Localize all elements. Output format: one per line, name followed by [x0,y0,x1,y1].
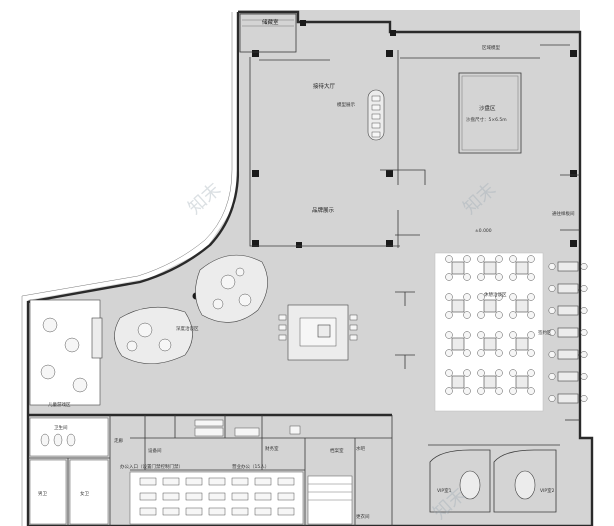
central-counter [278,304,358,361]
sand-table-zone: 区域模型 沙盘区 沙盘尺寸：5×6.5m ±0.000 通往样板间 [458,44,575,234]
label-hall: 接待大厅 [313,82,336,90]
desk [185,492,203,501]
stairs: 更衣间 [307,475,370,525]
table-set [477,293,503,319]
watermark-1: 知末 [184,179,225,219]
desk [162,492,180,501]
table-set [477,331,503,357]
label-sales-office: 营业办公（15人） [232,463,269,470]
storage-top: 储藏室 [239,13,297,53]
table-set [509,255,535,281]
label-storage-top: 储藏室 [262,18,279,26]
desk [231,492,249,501]
label-kids: 儿童游戏区 [48,401,71,408]
desk [254,492,272,501]
desk [277,507,295,516]
table-set [445,369,471,395]
sign-table [548,283,588,294]
label-women: 女卫 [80,490,89,497]
label-vip1: VIP室1 [437,487,452,494]
desk [231,507,249,516]
desk [185,507,203,516]
desk [162,507,180,516]
table-set [477,255,503,281]
table-set [445,293,471,319]
table-set [509,369,535,395]
label-elevation: ±0.000 [475,228,492,234]
desk [208,492,226,501]
label-men: 男卫 [38,491,47,497]
label-vip2: VIP室2 [540,487,555,494]
table-set [445,331,471,357]
partitions-top [249,44,580,248]
table-set [509,331,535,357]
desk [162,477,180,486]
desk [277,477,295,486]
table-set [445,255,471,281]
label-sand-size: 沙盘尺寸：5×6.5m [466,116,507,123]
restrooms: 卫生间 男卫 女卫 [29,417,109,525]
sign-table [548,305,588,316]
label-lounge: 休憩洽谈区 [484,291,507,298]
label-wc: 卫生间 [54,424,68,431]
label-sign: 签约区 [538,329,552,336]
desk [208,477,226,486]
desk [139,492,157,501]
sign-table [548,327,588,338]
label-deep: 深度洽谈区 [176,325,199,332]
desk [185,477,203,486]
desk [208,507,226,516]
sign-table [548,349,588,360]
label-office-entry: 办公入口（设置门禁控制门禁） [120,463,183,470]
desk [277,492,295,501]
sign-area [548,261,588,404]
label-equipment: 设备间 [148,447,162,454]
sign-table [548,261,588,272]
desk [254,507,272,516]
desk [254,477,272,486]
negotiation-zone: 休憩洽谈区 [434,252,544,412]
label-brand: 品牌展示 [312,206,335,214]
label-promo: 通往样板间 [552,210,575,217]
desk [139,507,157,516]
label-finance: 财务室 [265,445,279,452]
label-changing: 更衣间 [356,513,370,520]
label-archive: 档案室 [330,447,344,454]
desk [139,477,157,486]
curved-lounge: 深度洽谈区 [114,254,268,365]
sign-table [548,371,588,382]
partitions-bottom [28,413,393,526]
label-corridor: 走廊 [114,437,123,444]
label-bar: 水吧 [356,445,365,452]
label-zone-model: 区域模型 [482,44,500,51]
kids-area: 儿童游戏区 [29,299,103,408]
vip-rooms: VIP室1 VIP室2 [428,444,560,513]
table-set [477,369,503,395]
table-set [509,293,535,319]
label-sand-zone: 沙盘区 [479,104,496,112]
label-model-show: 模型展示 [337,101,355,108]
desk [231,477,249,486]
reception-hall: 接待大厅 模型展示 品牌展示 [312,82,385,214]
sign-table [548,393,588,404]
